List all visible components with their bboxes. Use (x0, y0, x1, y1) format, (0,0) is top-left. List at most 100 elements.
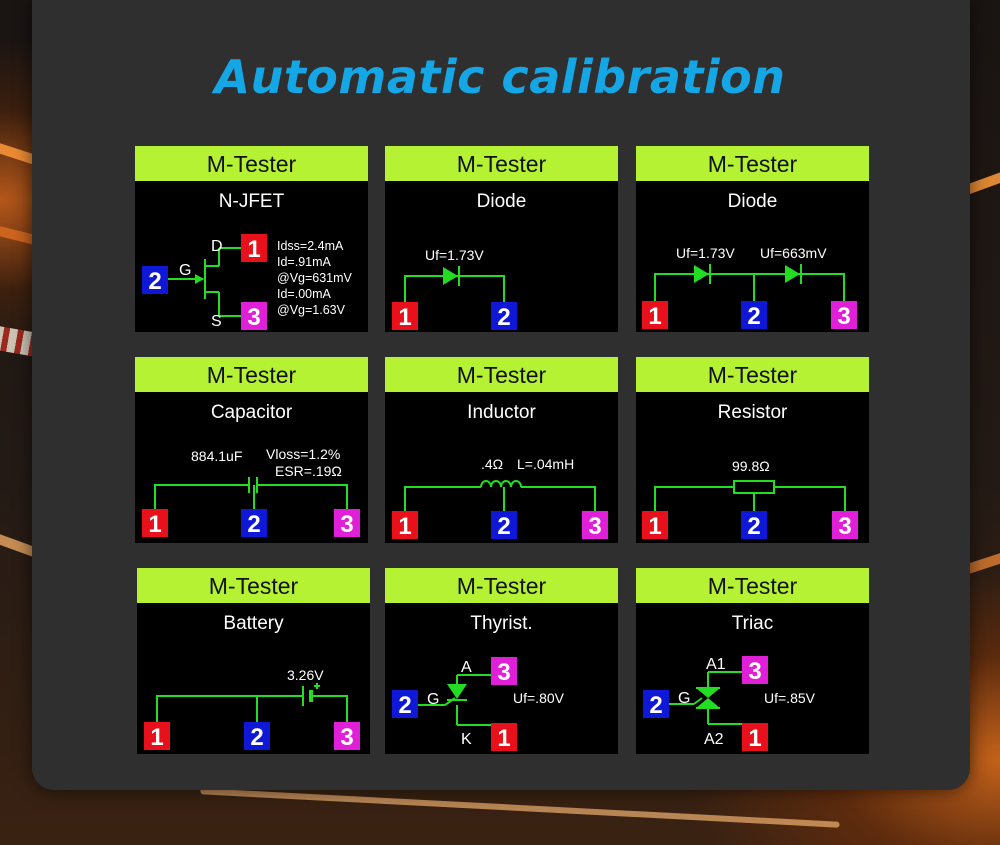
battery-diagram: 3.26V 1 2 3 (144, 667, 360, 751)
gate-label: G (427, 691, 439, 708)
card-diode: M-Tester Diode Uf=1.73V 1 2 (385, 146, 618, 332)
pin-1 (742, 723, 768, 751)
dual-diode-diagram: Uf=1.73V Uf=663mV 1 2 3 (642, 245, 857, 330)
reading: Id=.91mA (277, 255, 332, 269)
pin-3 (241, 302, 267, 330)
pin-1 (491, 723, 517, 751)
reading: Uf=1.73V (676, 245, 735, 261)
svg-text:1: 1 (648, 513, 661, 540)
jfet-diagram: G D S 2 1 3 Idss=2.4mA Id=.91mA @Vg=631m… (142, 234, 353, 331)
svg-text:3: 3 (588, 513, 601, 540)
pin-2 (741, 301, 767, 329)
svg-text:2: 2 (747, 513, 760, 540)
pin-1 (642, 511, 668, 539)
svg-text:2: 2 (247, 511, 260, 538)
component-name: Thyrist. (470, 613, 533, 634)
cathode-label: K (461, 731, 472, 748)
svg-text:2: 2 (148, 268, 161, 295)
pin-2 (741, 511, 767, 539)
card-njfet: M-Tester N-JFET G D S 2 1 3 Idss=2.4mA I… (135, 146, 368, 332)
card-thyristor: M-Tester Thyrist. A G K 2 3 1 Uf=.80V (385, 568, 618, 754)
reading: Uf=1.73V (425, 247, 484, 263)
svg-text:2: 2 (250, 724, 263, 751)
gate-label: G (179, 262, 191, 279)
light-streak (200, 788, 840, 828)
svg-text:2: 2 (497, 513, 510, 540)
pin-2 (392, 690, 418, 718)
reading: 99.8Ω (732, 458, 770, 474)
card-header: M-Tester (385, 568, 618, 603)
card-header: M-Tester (135, 357, 368, 392)
pin-2 (244, 722, 270, 750)
svg-text:1: 1 (148, 511, 161, 538)
svg-text:1: 1 (247, 236, 260, 263)
svg-text:2: 2 (497, 304, 510, 331)
gate-label: G (678, 690, 690, 707)
svg-text:3: 3 (838, 513, 851, 540)
drain-label: D (211, 238, 223, 255)
card-battery: M-Tester Battery 3.26V 1 2 3 (137, 568, 370, 754)
pin-2 (491, 511, 517, 539)
a2-label: A2 (704, 731, 724, 748)
pin-3 (742, 656, 768, 684)
reading: Uf=.80V (513, 690, 565, 706)
card-header: M-Tester (385, 357, 618, 392)
card-triac: M-Tester Triac A1 G A2 2 3 1 Uf=.85V (636, 568, 869, 754)
resistor-diagram: 99.8Ω 1 2 3 (642, 458, 858, 540)
svg-text:1: 1 (398, 304, 411, 331)
component-name: Capacitor (210, 402, 293, 423)
pin-1 (392, 511, 418, 539)
reading: @Vg=1.63V (277, 303, 346, 317)
card-diode-dual: M-Tester Diode Uf=1.73V Uf=663mV 1 2 3 (636, 146, 869, 332)
pin-1 (142, 509, 168, 537)
reading: .4Ω (481, 456, 503, 472)
svg-text:1: 1 (497, 725, 510, 752)
svg-text:3: 3 (340, 724, 353, 751)
reading: Uf=663mV (760, 245, 827, 261)
reading: 3.26V (287, 667, 324, 683)
svg-text:3: 3 (497, 659, 510, 686)
card-header: M-Tester (636, 357, 869, 392)
pin-1 (144, 722, 170, 750)
pin-2 (643, 690, 669, 718)
svg-text:1: 1 (648, 303, 661, 330)
svg-text:2: 2 (398, 692, 411, 719)
pin-3 (831, 301, 857, 329)
thyristor-diagram: A G K 2 3 1 Uf=.80V (392, 657, 565, 752)
card-header: M-Tester (135, 146, 368, 181)
pin-1 (642, 301, 668, 329)
anode-label: A (461, 659, 472, 676)
pin-3 (832, 511, 858, 539)
pin-1 (241, 234, 267, 262)
component-name: Diode (727, 191, 778, 212)
pin-2 (241, 509, 267, 537)
component-name: Battery (223, 613, 284, 634)
reading: L=.04mH (517, 456, 574, 472)
pin-1 (392, 302, 418, 330)
svg-text:2: 2 (649, 692, 662, 719)
svg-text:1: 1 (748, 725, 761, 752)
svg-text:3: 3 (837, 303, 850, 330)
reading: Uf=.85V (764, 690, 816, 706)
reading: ESR=.19Ω (275, 463, 342, 479)
a1-label: A1 (706, 656, 726, 673)
inductor-diagram: .4Ω L=.04mH 1 2 3 (392, 456, 608, 540)
triac-diagram: A1 G A2 2 3 1 Uf=.85V (643, 656, 816, 752)
pin-3 (582, 511, 608, 539)
pin-3 (334, 509, 360, 537)
svg-text:3: 3 (247, 304, 260, 331)
pin-2 (142, 266, 168, 294)
reading: 884.1uF (191, 448, 242, 464)
pin-2 (491, 302, 517, 330)
card-resistor: M-Tester Resistor 99.8Ω 1 2 3 (636, 357, 869, 543)
card-header: M-Tester (636, 146, 869, 181)
card-capacitor: M-Tester Capacitor 884.1uF Vloss=1.2% ES… (135, 357, 368, 543)
svg-text:1: 1 (150, 724, 163, 751)
card-header: M-Tester (636, 568, 869, 603)
svg-text:1: 1 (398, 513, 411, 540)
capacitor-diagram: 884.1uF Vloss=1.2% ESR=.19Ω 1 2 3 (142, 446, 360, 538)
reading: Idss=2.4mA (277, 239, 344, 253)
reading: Id=.00mA (277, 287, 332, 301)
card-inductor: M-Tester Inductor .4Ω L=.04mH 1 2 3 (385, 357, 618, 543)
component-name: Inductor (467, 402, 536, 423)
